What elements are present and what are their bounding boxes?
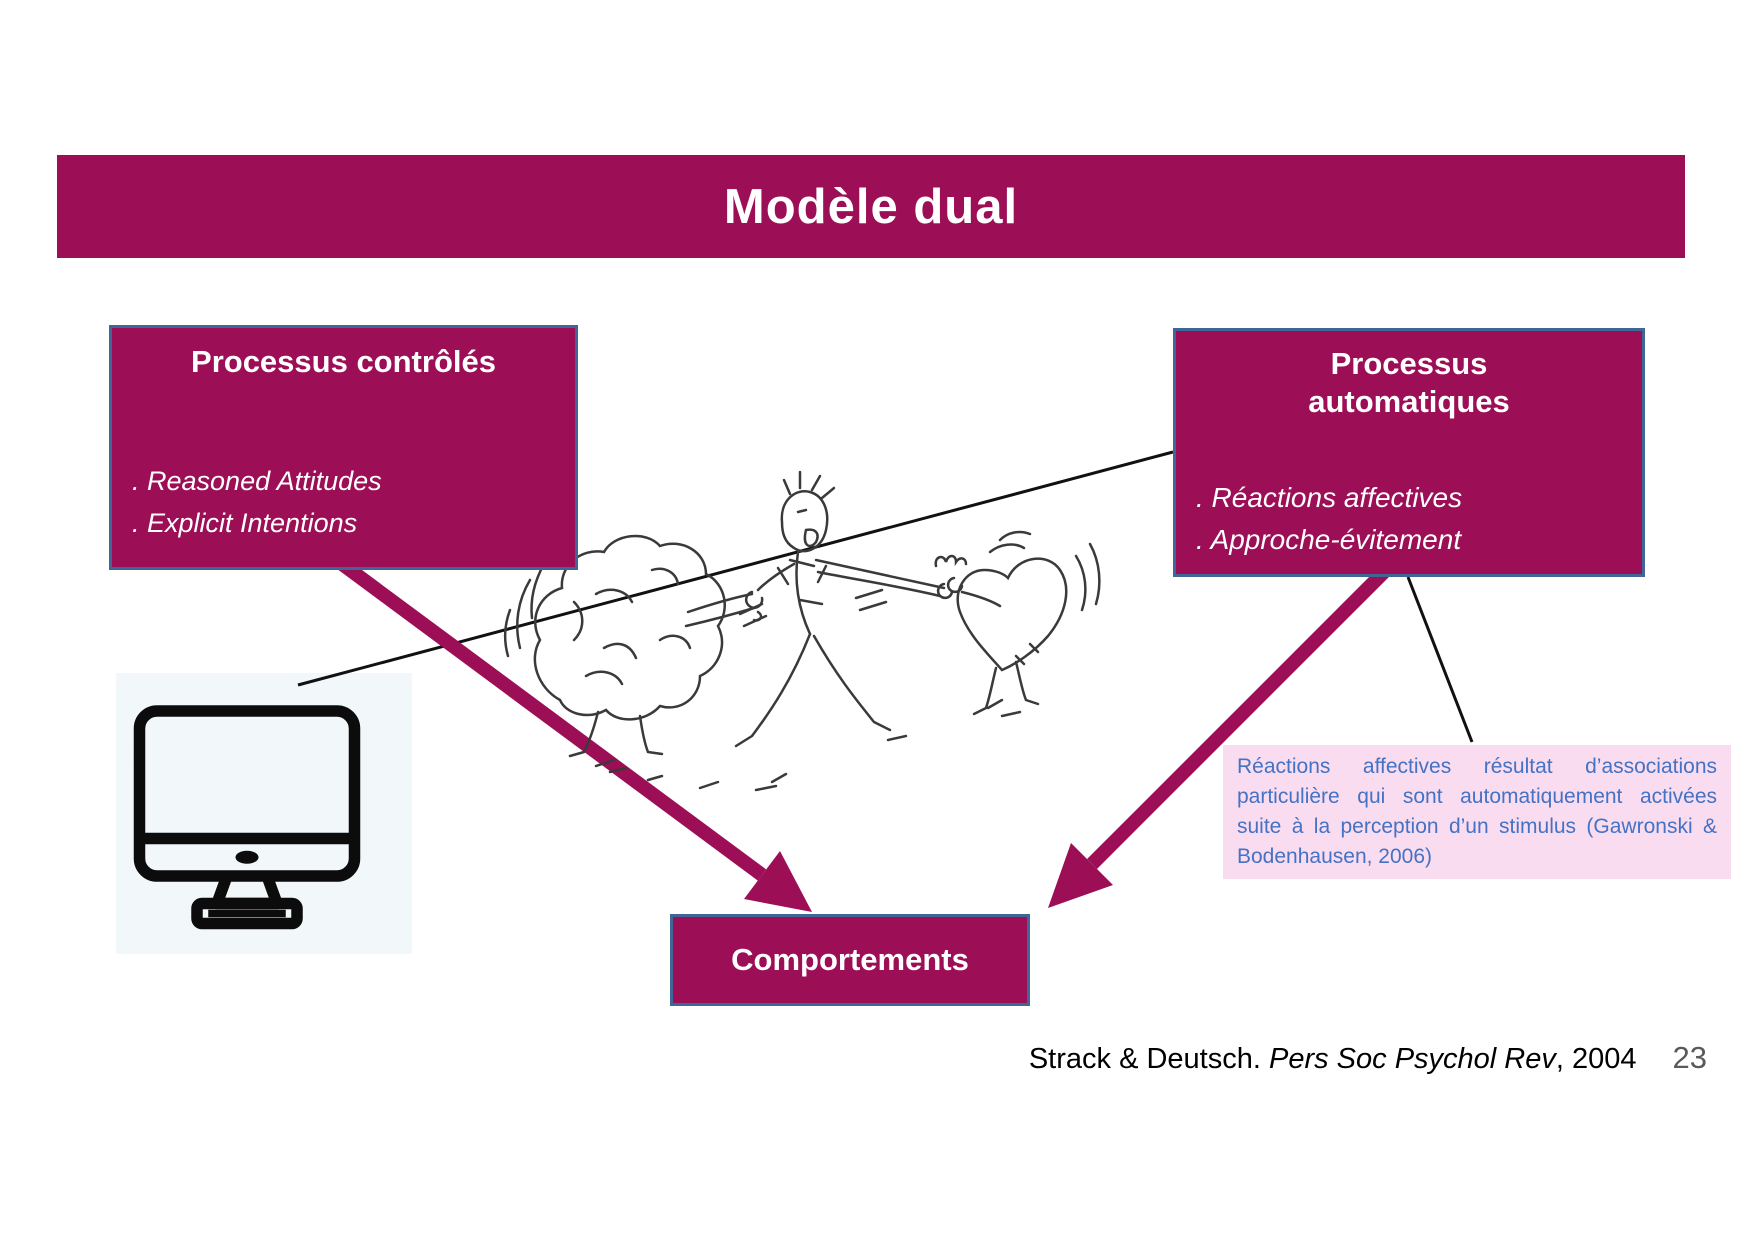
citation-year: , 2004 bbox=[1555, 1043, 1637, 1075]
box-processus-automatiques: Processus automatiques . Réactions affec… bbox=[1173, 328, 1645, 577]
list-item: . Reasoned Attitudes bbox=[132, 466, 382, 496]
footer: Strack & Deutsch. Pers Soc Psychol Rev, … bbox=[1029, 1040, 1707, 1076]
list-item: . Explicit Intentions bbox=[132, 508, 358, 538]
citation-authors: Strack & Deutsch. bbox=[1028, 1043, 1269, 1075]
box-behavior-title: Comportements bbox=[731, 942, 969, 977]
list-item: . Réactions affectives bbox=[1196, 482, 1463, 513]
note-text: Réactions affectives résultat d’associat… bbox=[1237, 755, 1717, 868]
citation: Strack & Deutsch. Pers Soc Psychol Rev, … bbox=[1029, 1043, 1637, 1076]
box-comportements: Comportements bbox=[670, 914, 1030, 1006]
box-automatic-list: . Réactions affectives . Approche-évitem… bbox=[1176, 477, 1642, 561]
citation-journal: Pers Soc Psychol Rev bbox=[1268, 1043, 1556, 1075]
box-controlled-list: . Reasoned Attitudes . Explicit Intentio… bbox=[112, 460, 575, 544]
box-processus-controles: Processus contrôlés . Reasoned Attitudes… bbox=[109, 325, 578, 570]
page-number: 23 bbox=[1672, 1040, 1707, 1075]
brain-heart-tug-of-war-cartoon bbox=[504, 470, 1101, 792]
note-box: Réactions affectives résultat d’associat… bbox=[1223, 745, 1731, 879]
slide-title: Modèle dual bbox=[723, 179, 1019, 234]
man-cartoon bbox=[734, 470, 946, 748]
list-item: . Approche-évitement bbox=[1196, 524, 1462, 555]
arrow-automatic-to-behavior bbox=[1048, 563, 1393, 908]
box-automatic-title: Processus automatiques bbox=[1308, 346, 1510, 419]
arrow-controlled-to-behavior bbox=[325, 549, 812, 912]
box-controlled-title: Processus contrôlés bbox=[191, 344, 496, 379]
computer-monitor-icon bbox=[133, 705, 361, 930]
slide-title-banner: Modèle dual bbox=[57, 155, 1685, 258]
connector-line-automatic-to-note bbox=[1406, 576, 1474, 743]
grass-marks bbox=[594, 698, 1022, 792]
heart-cartoon bbox=[934, 530, 1101, 716]
